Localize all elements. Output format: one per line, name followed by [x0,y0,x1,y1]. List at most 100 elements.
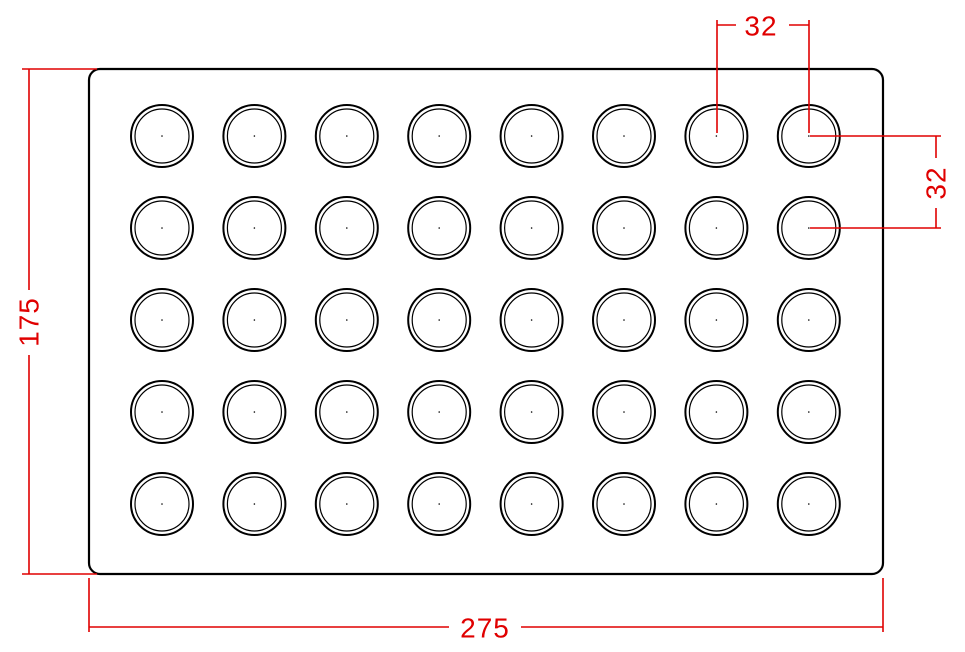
hole-center-point [808,135,810,137]
hole-center-point [715,319,718,321]
hole-outer-edge [684,196,749,260]
hole-center-point [253,227,256,229]
hole-outer-edge [592,472,656,536]
hole-inner-edge [134,292,190,348]
hole-outer-edge [130,196,194,260]
hole-inner-edge [411,384,467,440]
hole-outer-edge [499,380,564,444]
hole-outer-edge [407,472,472,536]
hole [314,288,379,352]
hole-outer-edge [684,472,749,536]
hole-inner-edge [503,108,560,164]
hole-outer-edge [407,380,472,444]
hole-outer-edge [499,196,564,260]
hole-outer-edge [222,196,287,260]
hole [776,472,841,536]
hole [314,472,379,536]
hole-outer-edge [776,472,841,536]
hole [407,380,472,444]
hole-center-point [808,227,810,229]
hole-center-point [253,319,256,321]
hole [407,104,472,168]
hole [684,472,749,536]
hole-center-point [346,319,348,321]
hole [592,472,656,536]
hole [407,196,472,260]
hole-outer-edge [130,104,194,168]
hole-inner-edge [226,200,282,256]
hole-outer-edge [684,380,749,444]
hole-inner-edge [503,476,560,532]
hole-outer-edge [314,380,379,444]
dimension-hole-pitch-horizontal: 32 [716,11,810,133]
hole-outer-edge [499,288,564,352]
hole-outer-edge [314,288,379,352]
hole-outer-edge [130,472,194,536]
hole-inner-edge [781,476,837,532]
hole-inner-edge [226,292,282,348]
hole-inner-edge [411,108,467,164]
hole-inner-edge [411,200,467,256]
hole-outer-edge [592,380,656,444]
hole-inner-edge [319,292,375,348]
hole [684,288,749,352]
hole [314,380,379,444]
hole-pitch-horizontal-label: 32 [744,11,777,42]
hole-inner-edge [226,476,282,532]
hole-outer-edge [499,104,564,168]
hole-outer-edge [407,288,472,352]
hole-inner-edge [503,200,560,256]
hole-outer-edge [222,380,287,444]
hole-center-point [530,411,533,413]
hole-inner-edge [319,200,375,256]
hole-center-point [623,135,625,137]
hole [592,380,656,444]
hole-inner-edge [688,384,745,440]
hole [499,472,564,536]
hole [222,196,287,260]
hole-center-point [253,411,256,413]
hole-center-point [808,411,810,413]
hole-outer-edge [130,288,194,352]
hole-center-point [438,227,441,229]
hole-center-point [530,135,533,137]
hole-outer-edge [130,380,194,444]
hole-outer-edge [222,472,287,536]
hole-center-point [161,411,163,413]
hole [592,104,656,168]
hole [314,104,379,168]
hole-inner-edge [411,476,467,532]
hole-center-point [161,319,163,321]
hole [130,104,194,168]
hole-inner-edge [319,108,375,164]
hole-center-point [623,411,625,413]
hole-inner-edge [688,476,745,532]
hole [222,104,287,168]
hole [222,288,287,352]
hole-inner-edge [411,292,467,348]
hole-outer-edge [684,288,749,352]
hole-center-point [346,411,348,413]
hole [684,380,749,444]
hole-center-point [346,503,348,505]
hole-outer-edge [222,288,287,352]
hole-center-point [715,227,718,229]
hole-outer-edge [407,196,472,260]
hole-outer-edge [314,104,379,168]
hole-inner-edge [134,476,190,532]
hole [592,288,656,352]
hole-center-point [715,503,718,505]
hole-inner-edge [781,292,837,348]
hole [130,288,194,352]
hole [499,380,564,444]
hole-inner-edge [688,200,745,256]
hole-center-point [253,503,256,505]
hole [130,380,194,444]
hole-inner-edge [596,200,652,256]
hole-outer-edge [592,288,656,352]
hole [499,104,564,168]
hole-outer-edge [314,472,379,536]
hole-grid [130,104,841,536]
hole-center-point [715,135,718,137]
